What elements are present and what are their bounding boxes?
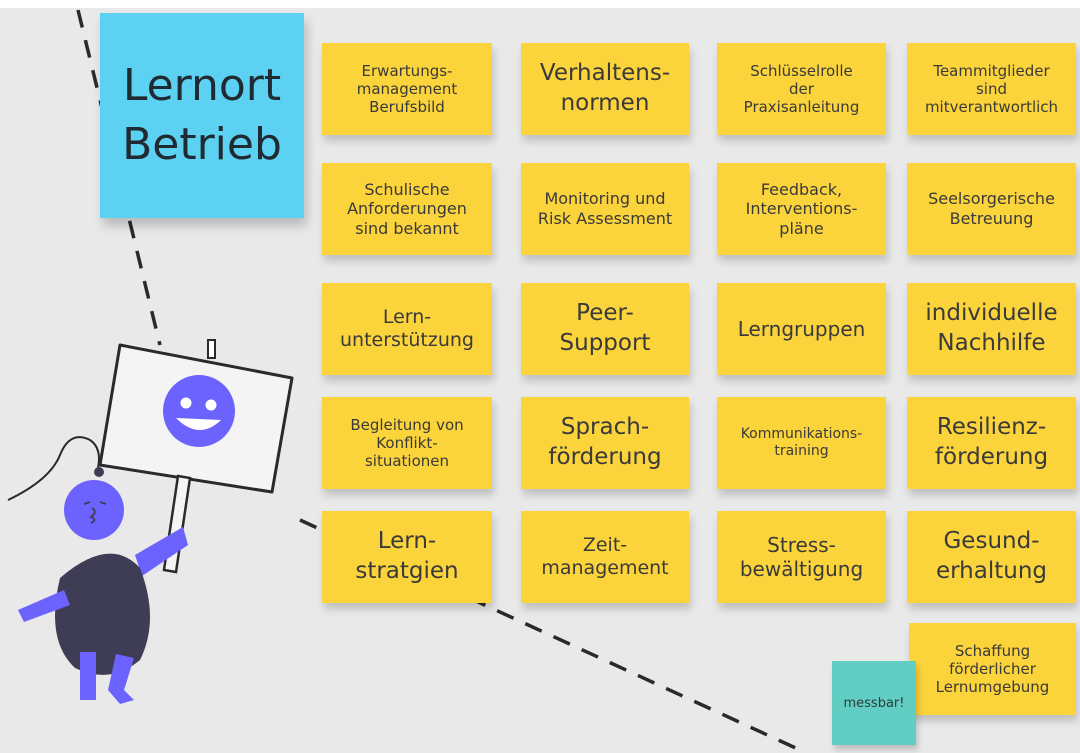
sticky-note[interactable]: Peer- Support bbox=[521, 283, 689, 375]
sticky-note[interactable]: Schlüsselrolle der Praxisanleitung bbox=[717, 43, 886, 135]
sticky-note[interactable]: Monitoring und Risk Assessment bbox=[521, 163, 689, 255]
sticky-note[interactable]: Sprach- förderung bbox=[521, 397, 689, 489]
sticky-note[interactable]: Lern- unterstützung bbox=[322, 283, 492, 375]
sticky-note[interactable]: Stress- bewältigung bbox=[717, 511, 886, 603]
sticky-note[interactable]: individuelle Nachhilfe bbox=[907, 283, 1076, 375]
small-teal-sticky-note[interactable]: messbar! bbox=[832, 661, 916, 745]
sticky-note[interactable]: Schulische Anforderungen sind bekannt bbox=[322, 163, 492, 255]
sign-illustration bbox=[98, 339, 294, 574]
sticky-note[interactable]: Resilienz- förderung bbox=[907, 397, 1076, 489]
title-sticky-note[interactable]: Lernort Betrieb bbox=[100, 13, 304, 218]
sticky-note[interactable]: Verhaltens- normen bbox=[521, 43, 689, 135]
sticky-note[interactable]: Erwartungs- management Berufsbild bbox=[322, 43, 492, 135]
sticky-note[interactable]: Lern- stratgien bbox=[322, 511, 492, 603]
sticky-note[interactable]: Kommunikations- training bbox=[717, 397, 886, 489]
sticky-note[interactable]: Zeit- management bbox=[521, 511, 689, 603]
sticky-note[interactable]: Gesund- erhaltung bbox=[907, 511, 1076, 603]
sticky-note[interactable]: Feedback, Interventions- pläne bbox=[717, 163, 886, 255]
person-illustration bbox=[7, 436, 188, 704]
sticky-note[interactable]: Lerngruppen bbox=[717, 283, 886, 375]
sticky-note[interactable]: Begleitung von Konflikt- situationen bbox=[322, 397, 492, 489]
sticky-note[interactable]: Schaffung förderlicher Lernumgebung bbox=[909, 623, 1076, 715]
sticky-note[interactable]: Teammitglieder sind mitverantwortlich bbox=[907, 43, 1076, 135]
sticky-note[interactable]: Seelsorgerische Betreuung bbox=[907, 163, 1076, 255]
